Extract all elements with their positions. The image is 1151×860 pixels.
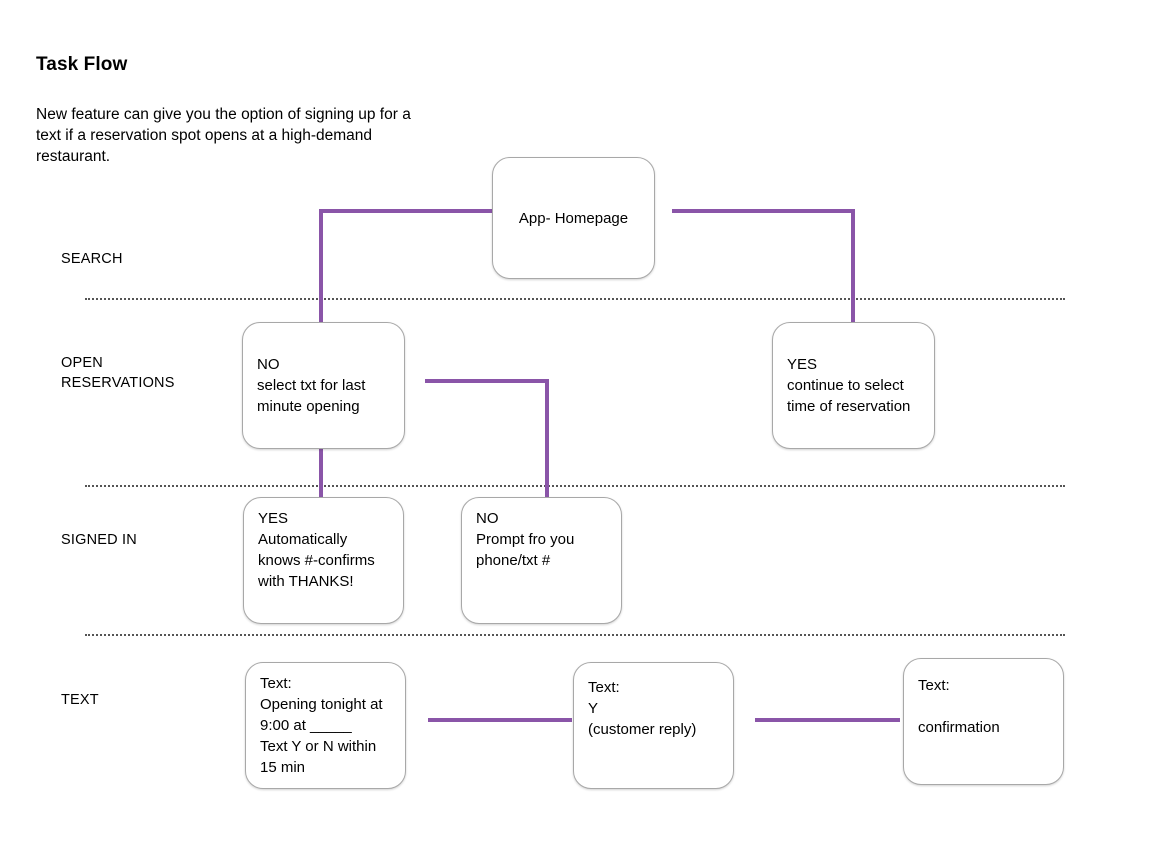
lane-separator-2 [85, 485, 1065, 487]
lane-label-search: SEARCH [61, 251, 123, 267]
connector-homepage-to-no-drop [319, 209, 323, 322]
node-text-offer[interactable]: Text: Opening tonight at 9:00 at _____ T… [245, 662, 406, 789]
node-text-offer-label: Text: Opening tonight at 9:00 at _____ T… [260, 675, 383, 776]
lane-label-signed-in: SIGNED IN [61, 532, 137, 548]
connector-text-reply-to-confirm [755, 718, 900, 722]
node-open-reservations-yes[interactable]: YES continue to select time of reservati… [772, 322, 935, 449]
node-signed-in-yes-label: YES Automatically knows #-confirms with … [258, 510, 375, 590]
node-app-homepage-label: App- Homepage [518, 209, 629, 227]
node-open-reservations-yes-label: YES continue to select time of reservati… [787, 356, 911, 415]
node-signed-in-yes[interactable]: YES Automatically knows #-confirms with … [243, 497, 404, 624]
node-open-reservations-no-label: NO select txt for last minute opening [257, 356, 366, 415]
lane-separator-1 [85, 298, 1065, 300]
connector-homepage-to-yes [672, 209, 855, 213]
node-app-homepage[interactable]: App- Homepage [492, 157, 655, 279]
node-signed-in-no[interactable]: NO Prompt fro you phone/txt # [461, 497, 622, 624]
node-text-reply[interactable]: Text: Y (customer reply) [573, 662, 734, 789]
lane-label-open-reservations: OPEN RESERVATIONS [61, 355, 175, 391]
connector-homepage-to-no [319, 209, 492, 213]
page-title: Task Flow [36, 54, 128, 75]
connector-text-offer-to-reply [428, 718, 572, 722]
node-text-reply-label: Text: Y (customer reply) [588, 679, 697, 738]
connector-no-to-signed-yes [319, 449, 323, 497]
node-text-confirmation-label: Text: confirmation [918, 677, 1000, 736]
lane-separator-3 [85, 634, 1065, 636]
node-signed-in-no-label: NO Prompt fro you phone/txt # [476, 510, 575, 569]
page-description: New feature can give you the option of s… [36, 106, 411, 165]
lane-label-text: TEXT [61, 692, 99, 708]
node-open-reservations-no[interactable]: NO select txt for last minute opening [242, 322, 405, 449]
connector-no-to-signed-no [425, 379, 549, 383]
connector-homepage-to-yes-drop [851, 209, 855, 322]
connector-no-to-signed-no-drop [545, 379, 549, 497]
node-text-confirmation[interactable]: Text: confirmation [903, 658, 1064, 785]
